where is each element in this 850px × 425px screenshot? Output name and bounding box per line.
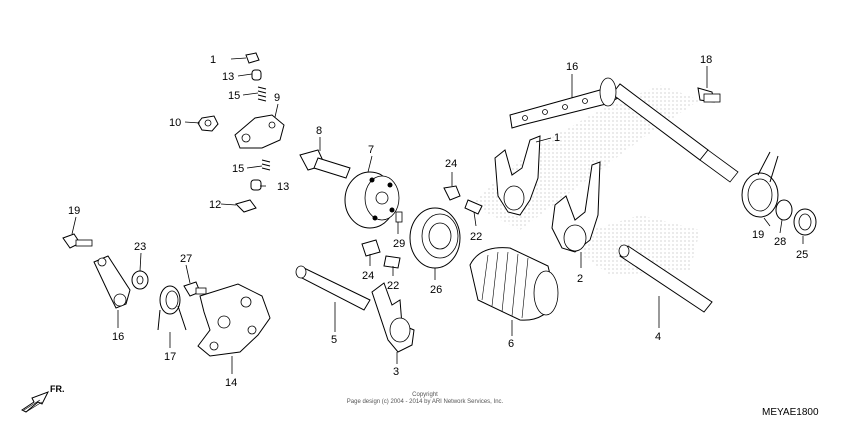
part-13-pin-lower[interactable] — [250, 179, 262, 191]
part-6-boot[interactable] — [469, 247, 559, 321]
part-2-shift-fork[interactable] — [551, 161, 601, 253]
part-18-shift-spindle[interactable] — [509, 77, 739, 183]
part-28-collar[interactable] — [775, 199, 793, 221]
part-23-label[interactable]: 23 — [134, 241, 146, 253]
part-5-label[interactable]: 5 — [331, 334, 337, 346]
part-24-plate-upper[interactable] — [443, 185, 461, 201]
part-1-shift-fork[interactable] — [494, 135, 541, 216]
part-9-shift-arm[interactable] — [234, 114, 285, 149]
part-23-washer[interactable] — [131, 270, 149, 290]
part-24-plate-lower[interactable] — [361, 239, 381, 257]
part-14-label[interactable]: 14 — [225, 377, 237, 389]
part-10-nut[interactable] — [197, 115, 219, 132]
part-19-return-spring[interactable] — [741, 151, 779, 218]
part-20-bolt[interactable] — [697, 87, 721, 103]
part-16-label[interactable]: 16 — [112, 331, 124, 343]
part-9-label[interactable]: 9 — [274, 92, 280, 104]
part-28-label[interactable]: 28 — [774, 236, 786, 248]
part-14-guide-plate[interactable] — [197, 283, 271, 357]
part-13-pin-top[interactable] — [251, 69, 262, 81]
part-25-washer[interactable] — [793, 208, 817, 236]
part-27-label[interactable]: 27 — [180, 253, 192, 265]
part-15b-label[interactable]: 15 — [232, 163, 244, 175]
part-15a-label[interactable]: 15 — [228, 90, 240, 102]
part-4-fork-shaft[interactable] — [618, 244, 713, 313]
part-17-label[interactable]: 17 — [164, 351, 176, 363]
part-19-label[interactable]: 19 — [752, 229, 764, 241]
part-22a-label[interactable]: 22 — [470, 231, 482, 243]
part-26-label[interactable]: 26 — [430, 284, 442, 296]
front-label: FR. — [50, 384, 65, 394]
part-12-cap[interactable] — [235, 199, 257, 213]
part-20-label[interactable]: 18 — [700, 54, 712, 66]
part-7-drum[interactable] — [344, 171, 400, 229]
front-direction-arrow: FR. — [21, 384, 65, 413]
part-21-bolt[interactable] — [62, 233, 93, 249]
part-12-label[interactable]: 12 — [209, 199, 221, 211]
part-8-label[interactable]: 8 — [316, 125, 322, 137]
part-22b-label[interactable]: 22 — [387, 280, 399, 292]
part-13b-label[interactable]: 13 — [277, 181, 289, 193]
part-13a-label[interactable]: 13 — [222, 71, 234, 83]
part-2-label[interactable]: 2 — [577, 273, 583, 285]
part-29-pin[interactable] — [395, 211, 403, 223]
part-24b-label[interactable]: 24 — [362, 270, 374, 282]
part-18-label[interactable]: 16 — [566, 61, 578, 73]
part-3-shift-fork[interactable] — [371, 282, 415, 353]
part-29-label[interactable]: 29 — [393, 238, 405, 250]
part-11-label[interactable]: 1 — [210, 54, 216, 66]
part-21-label[interactable]: 19 — [68, 205, 80, 217]
part-5-fork-shaft[interactable] — [295, 265, 371, 311]
part-10-label[interactable]: 10 — [169, 117, 181, 129]
part-8-bolt[interactable] — [299, 149, 351, 179]
part-16-stopper-arm[interactable] — [93, 255, 131, 309]
leader-lines — [71, 57, 804, 374]
part-15-spring-lower[interactable] — [261, 159, 271, 171]
part-11-cap[interactable] — [245, 52, 260, 64]
part-3-label[interactable]: 3 — [393, 366, 399, 378]
part-22-bolt-lower[interactable] — [383, 255, 401, 269]
part-6-label[interactable]: 6 — [508, 338, 514, 350]
part-1-label[interactable]: 1 — [554, 132, 560, 144]
copyright-line2: Page design (c) 2004 - 2014 by ARI Netwo… — [347, 399, 504, 405]
part-27-bolt[interactable] — [183, 281, 207, 297]
part-22-bolt-upper[interactable] — [464, 199, 483, 215]
part-4-label[interactable]: 4 — [655, 331, 661, 343]
part-7-label[interactable]: 7 — [368, 144, 374, 156]
part-26-bearing[interactable] — [409, 207, 461, 269]
part-24a-label[interactable]: 24 — [445, 158, 457, 170]
part-labels: 1 13 15 9 10 8 7 15 13 12 24 22 29 24 22… — [68, 54, 808, 389]
copyright-line1: Copyright — [412, 392, 438, 398]
part-25-label[interactable]: 25 — [796, 249, 808, 261]
part-17-stopper-spring[interactable] — [157, 285, 187, 331]
part-15-spring-top[interactable] — [257, 86, 267, 102]
diagram-code: MEYAE1800 — [762, 407, 819, 418]
